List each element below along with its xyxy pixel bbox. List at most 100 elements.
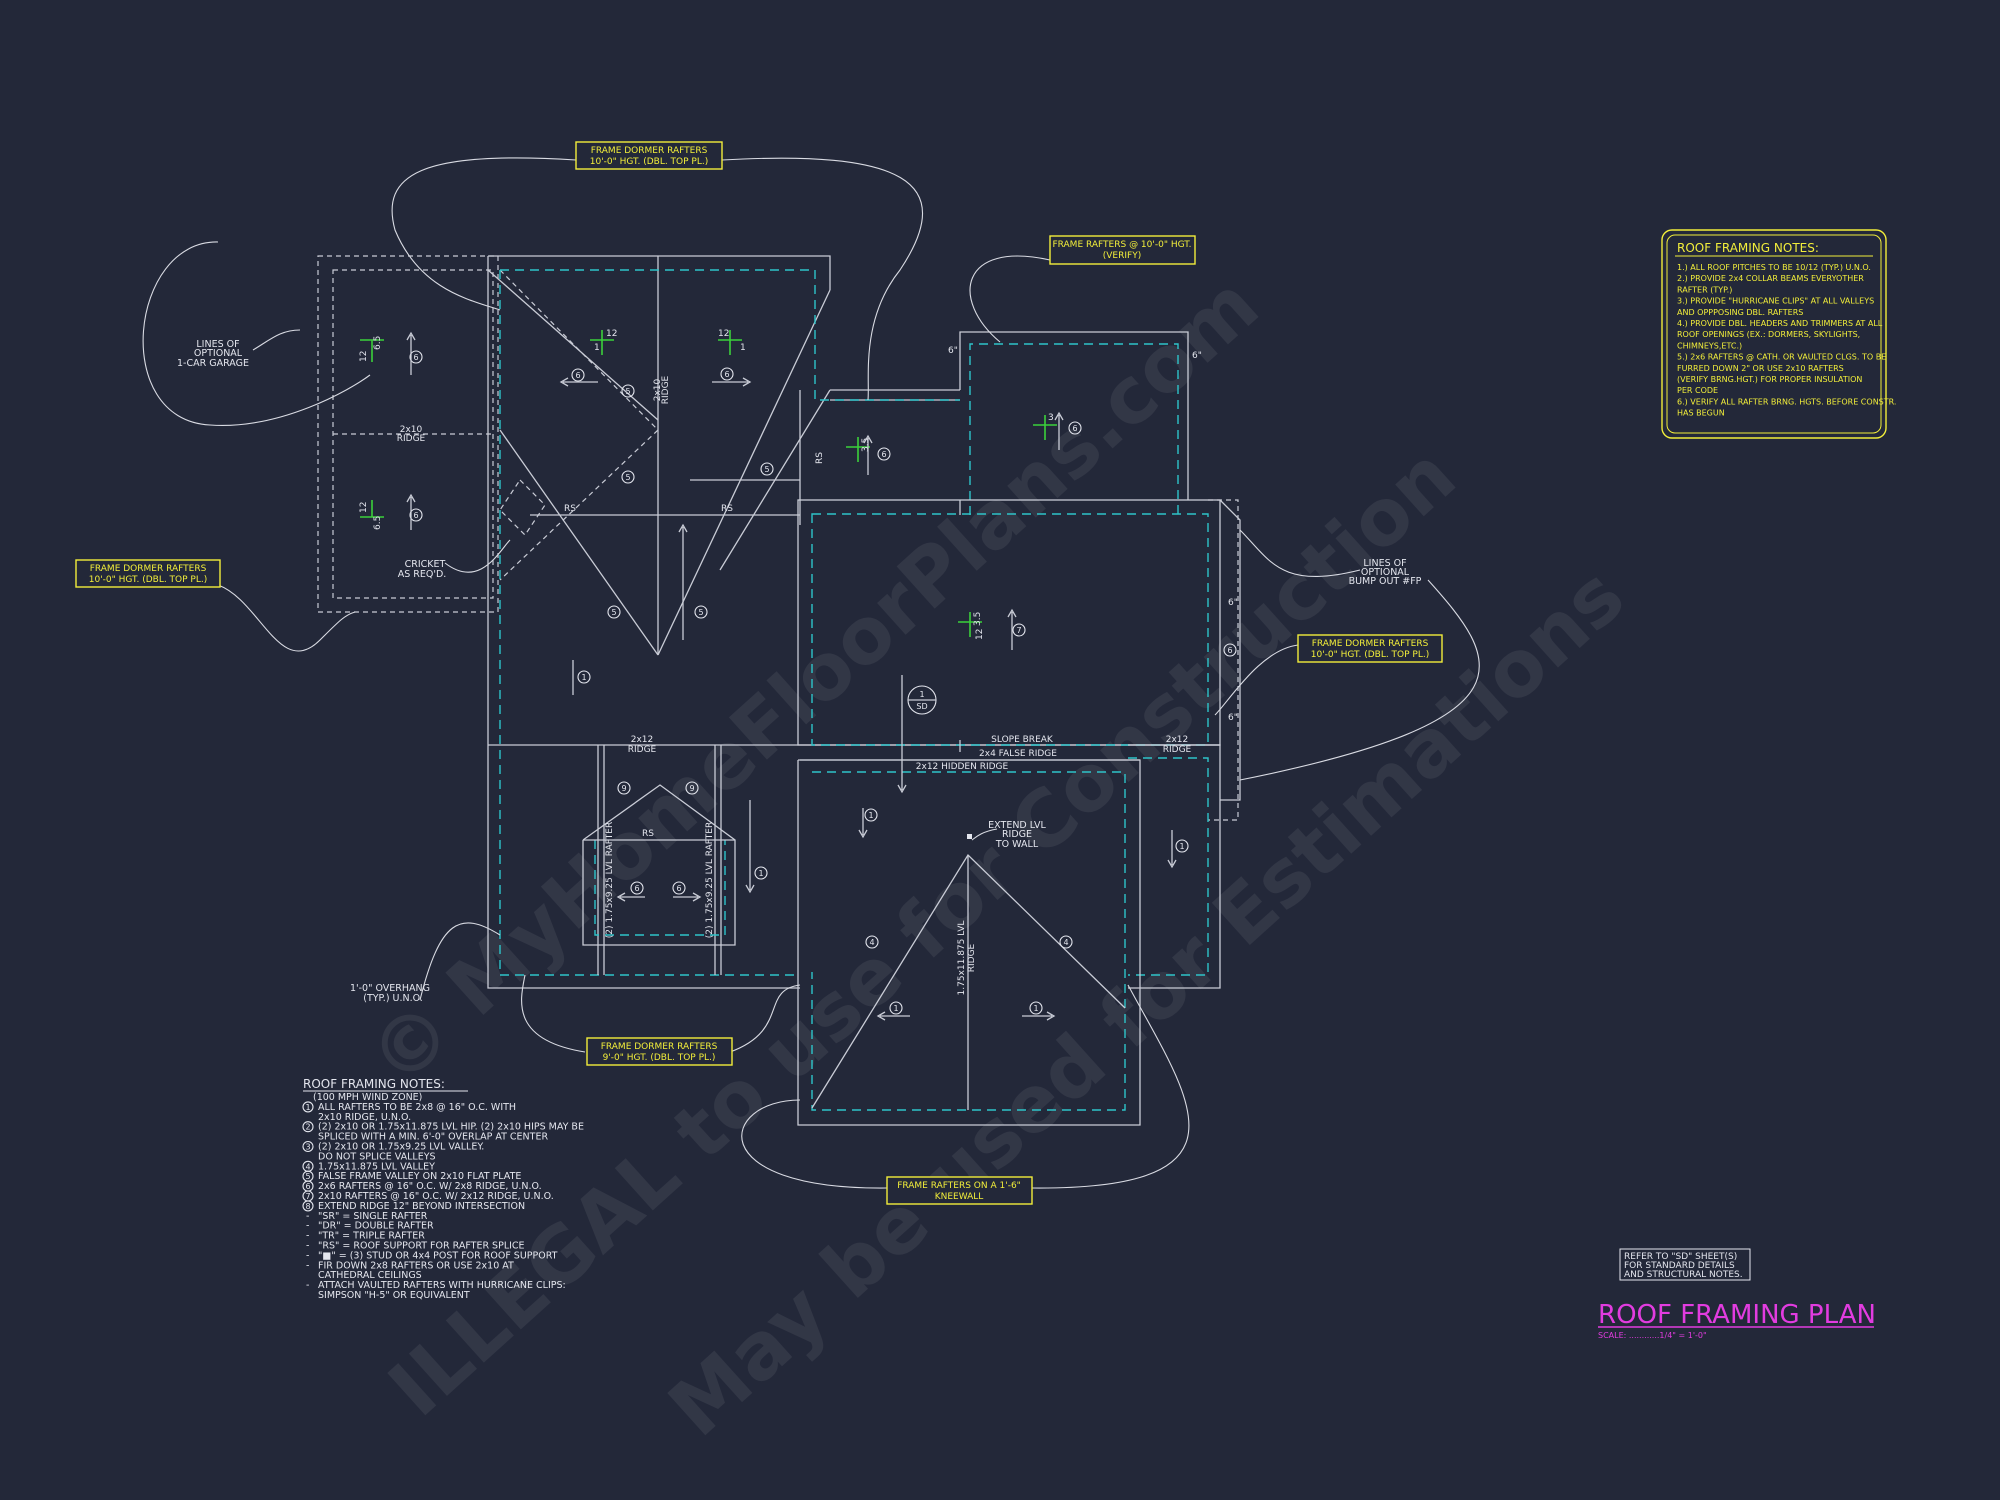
pitch-mark-center: 3.5 (846, 437, 871, 462)
svg-text:6: 6 (676, 884, 681, 893)
legend-line: "SR" = SINGLE RAFTER (318, 1211, 428, 1222)
svg-text:1: 1 (868, 811, 873, 820)
bumpout-outline (1208, 499, 1239, 821)
legend-line: 2x10 RAFTERS @ 16" O.C. W/ 2x12 RIDGE, U… (318, 1191, 554, 1202)
label-ridge-2x10-t-1: 2x10 (653, 378, 663, 401)
refer-note-line1: REFER TO "SD" SHEET(S) (1624, 1252, 1737, 1262)
wall-left (487, 256, 800, 989)
svg-text:9: 9 (621, 784, 626, 793)
marker-circle: 6 (672, 881, 686, 895)
legend-line: DO NOT SPLICE VALLEYS (318, 1151, 436, 1162)
bottom-room-walls (797, 759, 1141, 1126)
room-small-walls (959, 331, 1189, 500)
svg-text:5: 5 (764, 465, 769, 474)
leader-cricket (444, 539, 511, 573)
legend-marker-num: 4 (305, 1162, 310, 1171)
arrow-icon (406, 331, 416, 375)
pitch-mark-dormer-right: 12 1 (718, 329, 746, 355)
marker-circle: 6 (630, 881, 644, 895)
legend-marker-circle (302, 1140, 314, 1153)
legend-dash: - (306, 1221, 309, 1232)
legend-line: SIMPSON "H-5" OR EQUIVALENT (318, 1290, 470, 1301)
leader-garage (252, 329, 301, 351)
label-ridge-2x12-r-2: RIDGE (1163, 745, 1192, 755)
label-lvl-rafter-left: (2) 1.75x9.25 LVL RAFTER (605, 822, 615, 938)
label-bumpout-1: LINES OF (1363, 558, 1406, 569)
post-square-icon (967, 834, 972, 839)
leader-dormer-bottom-a (521, 974, 586, 1053)
label-overhang-1: 1'-0" OVERHANG (350, 983, 430, 994)
marker-circle: 6 (571, 368, 585, 382)
legend-line: 2x6 RAFTERS @ 16" O.C. W/ 2x8 RIDGE, U.N… (318, 1181, 542, 1192)
arrow-icon (745, 800, 755, 894)
legend-dash: - (306, 1211, 309, 1222)
roof-plan (317, 255, 1241, 1126)
marker-circle: 4 (865, 935, 879, 949)
notes-box-line: 6.) VERIFY ALL RAFTER BRNG. HGTS. BEFORE… (1677, 397, 1896, 406)
wall-top (488, 255, 831, 290)
label-cricket-2: AS REQ'D. (398, 569, 447, 580)
refer-note: REFER TO "SD" SHEET(S) FOR STANDARD DETA… (1619, 1248, 1751, 1281)
leader-rafters-top-right (969, 255, 1051, 343)
arrow-icon (1054, 411, 1064, 450)
marker-circle: 4 (1059, 935, 1073, 949)
label-extend-2: RIDGE (1002, 829, 1032, 840)
callout-dormer-top-line2: 10'-0" HGT. (DBL. TOP PL.) (590, 157, 709, 167)
cricket-outline (499, 479, 546, 536)
notes-box-line: 5.) 2x6 RAFTERS @ CATH. OR VAULTED CLGS.… (1677, 353, 1886, 362)
plan-labels: LINES OF OPTIONAL 1-CAR GARAGE LINES OF … (177, 339, 1422, 1004)
callout-dormer-right: FRAME DORMER RAFTERS 10'-0" HGT. (DBL. T… (1297, 634, 1443, 663)
svg-text:6: 6 (1072, 424, 1077, 433)
label-ridge-2x12-l-1: 2x12 (631, 735, 654, 745)
legend-dash: - (306, 1250, 309, 1261)
svg-text:12: 12 (606, 329, 617, 339)
legend-line: (2) 2x10 OR 1.75x11.875 LVL HIP. (2) 2x1… (318, 1122, 584, 1133)
page-title: ROOF FRAMING PLAN (1598, 1300, 1876, 1330)
pitch-mark-garage-bottom: 12 6.5 (359, 500, 384, 530)
legend-marker-num: 8 (305, 1202, 310, 1211)
notes-box: ROOF FRAMING NOTES: 1.) ALL ROOF PITCHES… (1661, 229, 1896, 439)
notes-box-line: AND OPPPOSING DBL. RAFTERS (1677, 308, 1803, 317)
marker-circle: 1 (864, 808, 878, 822)
legend-title: ROOF FRAMING NOTES: (303, 1077, 445, 1091)
marker-circle: 6 (409, 350, 423, 364)
legend-marker-num: 3 (305, 1143, 310, 1152)
arrow-icon (1022, 1011, 1056, 1021)
legend-marker-num: 1 (305, 1103, 310, 1112)
arrow-icon (1167, 830, 1177, 869)
marker-circle: 6 (877, 447, 891, 461)
label-bumpout-3: BUMP OUT #FP (1349, 576, 1422, 587)
pitch-mark-great-room: 3.5 12 (958, 612, 985, 640)
svg-text:1: 1 (740, 343, 746, 353)
svg-text:3.5: 3.5 (861, 438, 871, 452)
svg-text:5: 5 (611, 608, 616, 617)
svg-text:6: 6 (413, 511, 418, 520)
notes-box-line: 3.) PROVIDE "HURRICANE CLIPS" AT ALL VAL… (1677, 297, 1874, 306)
legend-dash: - (306, 1241, 309, 1252)
label-ridge-2x12-r-1: 2x12 (1166, 735, 1189, 745)
label-bumpout-2: OPTIONAL (1361, 567, 1410, 578)
notes-box-line: 2.) PROVIDE 2x4 COLLAR BEAMS EVERYOTHER (1677, 274, 1864, 283)
leader-dormer-bottom-b (729, 984, 801, 1053)
room-small-cyan (969, 343, 1179, 515)
legend-marker-circle (302, 1200, 314, 1212)
legend-dash: - (306, 1231, 309, 1242)
svg-text:7: 7 (1016, 626, 1021, 635)
svg-text:12: 12 (359, 351, 369, 362)
legend: ROOF FRAMING NOTES: (100 MPH WIND ZONE)1… (302, 1077, 584, 1301)
callout-kneewall-line1: FRAME RAFTERS ON A 1'-6" (897, 1181, 1021, 1191)
label-lvl-ridge-1: 1.75x11.875 LVL (957, 921, 967, 996)
pitch-symbols: 12 6.5 12 6.5 12 1 12 1 3 3.5 3.5 (359, 329, 1057, 640)
tick-6in-3: 6" (1228, 598, 1238, 608)
marker-circle: 1 (577, 670, 591, 684)
label-lvl-ridge-2: RIDGE (967, 943, 977, 972)
section-marker-sheet: SD (916, 702, 927, 711)
label-garage-1: LINES OF (196, 339, 239, 350)
tick-6in-4: 6" (1228, 713, 1238, 723)
legend-marker-circle (302, 1101, 314, 1113)
svg-text:1: 1 (581, 673, 586, 682)
callout-rafters-line1: FRAME RAFTERS @ 10'-0" HGT. (1052, 240, 1191, 250)
svg-text:1: 1 (1179, 842, 1184, 851)
label-false-ridge: 2x4 FALSE RIDGE (979, 749, 1057, 759)
svg-text:1: 1 (1033, 1004, 1038, 1013)
